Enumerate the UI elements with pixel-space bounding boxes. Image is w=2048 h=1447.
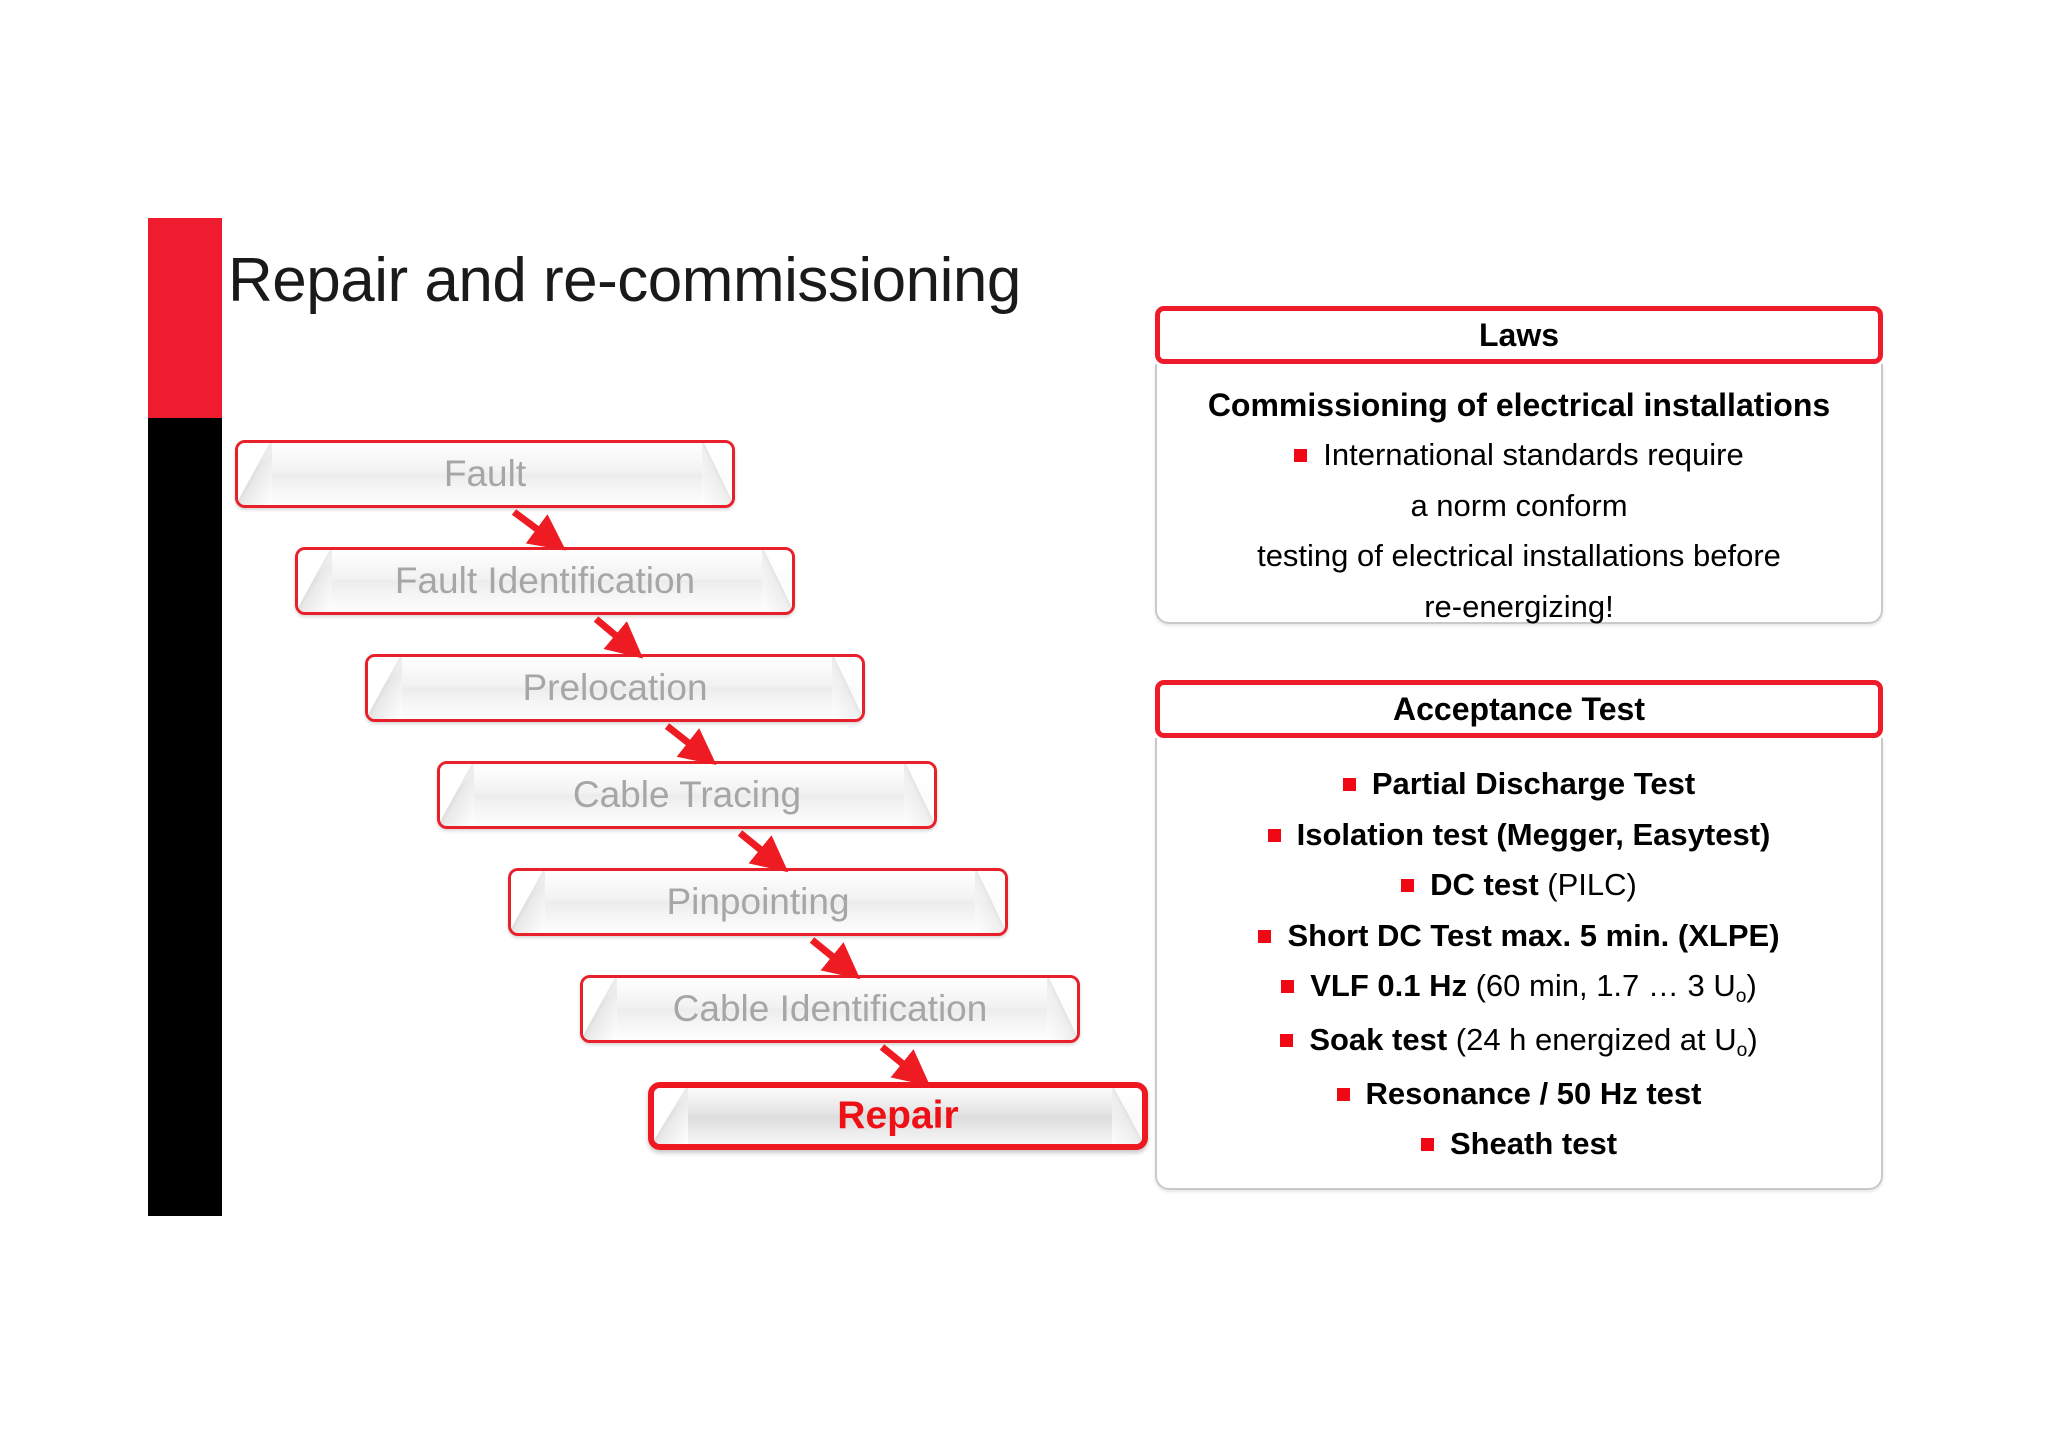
flow-step-label: Fault Identification: [394, 560, 696, 601]
arrow-pinpointing-to-cable-identification: [809, 937, 861, 980]
square-bullet-icon: [1401, 879, 1415, 893]
square-bullet-icon: [1281, 980, 1295, 994]
laws-panel-body: Commissioning of electrical installation…: [1155, 364, 1883, 624]
acceptance-item-isolation-test: Isolation test (Megger, Easytest): [1173, 814, 1865, 856]
laws-panel-header-text: Laws: [1478, 317, 1560, 353]
flow-step-cable-identification[interactable]: Cable Identification: [580, 975, 1080, 1043]
acceptance-test-panel-body: Partial Discharge Test Isolation test (M…: [1155, 738, 1883, 1190]
accent-bar-red: [148, 218, 222, 418]
acceptance-item-note: (24 h energized at U: [1447, 1022, 1737, 1058]
acceptance-test-panel-header-text: Acceptance Test: [1393, 691, 1645, 727]
square-bullet-icon: [1280, 1034, 1294, 1048]
acceptance-item-subscript: o: [1736, 1040, 1748, 1062]
laws-panel-header: Laws: [1155, 306, 1883, 364]
arrow-fault-to-fault-identification: [511, 509, 566, 551]
laws-line-text: International standards require: [1323, 437, 1744, 473]
laws-line-2: a norm conform: [1173, 485, 1865, 527]
acceptance-item-label: Partial Discharge Test: [1371, 766, 1696, 801]
acceptance-test-panel: Acceptance Test Partial Discharge Test I…: [1155, 680, 1883, 1190]
flow-step-label: Pinpointing: [666, 881, 850, 922]
acceptance-item-resonance-test: Resonance / 50 Hz test: [1173, 1073, 1865, 1115]
flow-step-label: Prelocation: [522, 667, 708, 708]
acceptance-item-label: Resonance: [1365, 1075, 1531, 1111]
laws-line-4: re-energizing!: [1173, 586, 1865, 628]
acceptance-item-label: Isolation test (Megger, Easytest): [1296, 816, 1771, 852]
acceptance-item-note-tail: ): [1747, 1022, 1758, 1058]
flow-step-pinpointing[interactable]: Pinpointing: [508, 868, 1008, 936]
flow-step-prelocation[interactable]: Prelocation: [365, 654, 865, 722]
flow-step-repair[interactable]: Repair: [648, 1082, 1148, 1150]
square-bullet-icon: [1342, 778, 1356, 791]
flow-step-fault-identification[interactable]: Fault Identification: [295, 547, 795, 615]
square-bullet-icon: [1267, 828, 1281, 842]
flow-step-label: Cable Tracing: [572, 774, 802, 815]
laws-panel: Laws Commissioning of electrical install…: [1155, 306, 1883, 624]
flow-step-fault[interactable]: Fault: [235, 440, 735, 508]
acceptance-item-label: Sheath test: [1449, 1126, 1618, 1162]
flow-step-label: Repair: [837, 1094, 959, 1137]
acceptance-item-label: DC test: [1430, 867, 1539, 903]
acceptance-item-note-tail: ): [1746, 968, 1757, 1004]
acceptance-item-partial-discharge-test: Partial Discharge Test: [1173, 763, 1865, 805]
laws-line-3: testing of electrical installations befo…: [1173, 535, 1865, 577]
acceptance-item-vlf-test: VLF 0.1 Hz (60 min, 1.7 … 3 Uo): [1173, 965, 1865, 1010]
laws-line-text: testing of electrical installations befo…: [1257, 538, 1781, 574]
arrow-cable-tracing-to-pinpointing: [737, 830, 789, 873]
square-bullet-icon: [1336, 1087, 1350, 1101]
acceptance-item-subscript: o: [1735, 986, 1747, 1008]
acceptance-item-note: (60 min, 1.7 … 3 U: [1466, 968, 1736, 1004]
page-title: Repair and re-commissioning: [228, 246, 1021, 315]
flow-step-cable-tracing[interactable]: Cable Tracing: [437, 761, 937, 829]
acceptance-item-dc-test: DC test (PILC): [1173, 864, 1865, 906]
acceptance-item-label: Soak test: [1309, 1022, 1448, 1058]
square-bullet-icon: [1420, 1138, 1434, 1152]
acceptance-item-soak-test: Soak test (24 h energized at Uo): [1173, 1019, 1865, 1064]
arrow-cable-identification-to-repair: [879, 1044, 931, 1087]
flow-step-label: Cable Identification: [672, 988, 988, 1029]
acceptance-item-short-dc-test: Short DC Test max. 5 min. (XLPE): [1173, 915, 1865, 957]
acceptance-item-sheath-test: Sheath test: [1173, 1123, 1865, 1165]
arrow-fault-identification-to-prelocation: [593, 616, 644, 659]
acceptance-test-panel-header: Acceptance Test: [1155, 680, 1883, 738]
acceptance-item-note: (PILC): [1538, 867, 1637, 903]
laws-line-text: re-energizing!: [1424, 588, 1614, 624]
laws-line-1: International standards require: [1173, 434, 1865, 476]
accent-bar-black: [148, 418, 222, 1216]
acceptance-item-label: Short DC Test max. 5 min. (XLPE): [1287, 917, 1780, 953]
flow-connector-arrows: [511, 509, 931, 1087]
laws-heading: Commissioning of electrical installation…: [1207, 387, 1831, 423]
square-bullet-icon: [1294, 449, 1308, 463]
process-flow-diagram: Fault Fault Identification Prelocation C…: [235, 440, 1148, 1150]
acceptance-item-note: / 50 Hz test: [1530, 1075, 1702, 1111]
acceptance-item-label: VLF 0.1 Hz: [1310, 968, 1467, 1004]
laws-line-text: a norm conform: [1410, 487, 1628, 523]
arrow-prelocation-to-cable-tracing: [664, 723, 717, 765]
square-bullet-icon: [1258, 929, 1272, 943]
flow-step-label: Fault: [443, 453, 527, 494]
